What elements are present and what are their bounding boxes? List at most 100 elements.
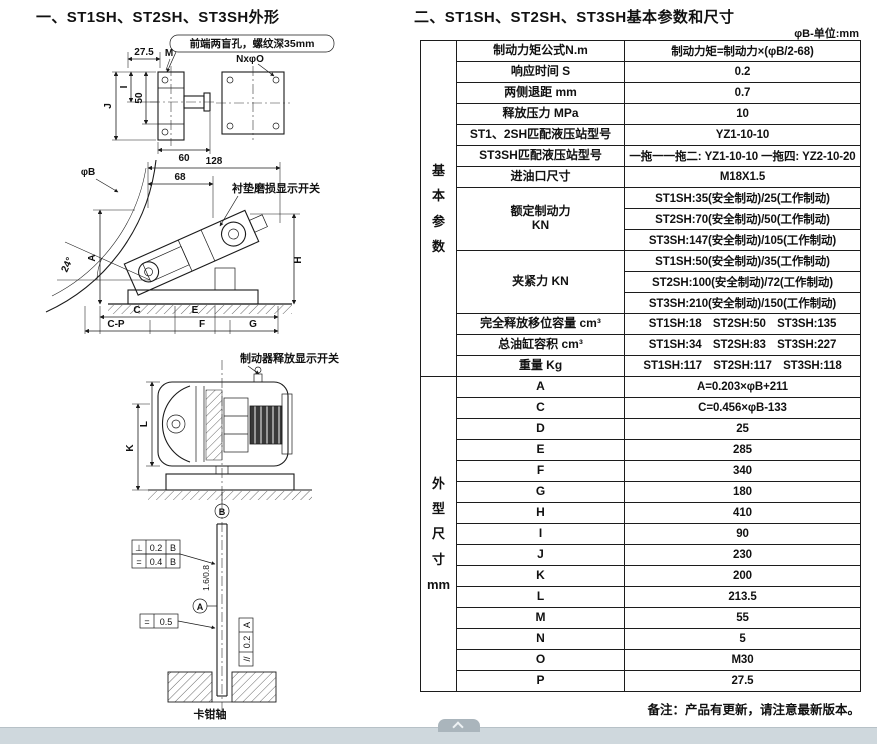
param-name: O [456, 649, 625, 671]
outline-view: 前端两盲孔，螺纹深35mm 27.5 M [103, 34, 335, 164]
section-label-0: 基本参数 [420, 40, 457, 377]
tolerance-frame-perpendicularity: ⊥ 0.2 B [131, 539, 181, 555]
spring-stack [249, 405, 283, 445]
datum-label-b: B [219, 507, 226, 517]
param-name: M [456, 607, 625, 629]
side-view-dims-top: 128 68 [147, 156, 281, 223]
tolerance-symbol: = [136, 557, 141, 567]
technical-drawing: 前端两盲孔，螺纹深35mm 27.5 M [45, 34, 339, 721]
dim-J: J [103, 71, 156, 141]
callout-box [169, 34, 335, 53]
dim-label-k: K [125, 444, 136, 452]
param-value: C=0.456×φB-133 [624, 397, 861, 419]
dim-I: I [119, 71, 158, 103]
param-name: 夹紧力 KN [456, 250, 625, 314]
side-view-dims-bottom: C E C-P F G [84, 305, 279, 334]
dim-A: A [87, 209, 135, 305]
param-name: 两侧退距 mm [456, 82, 625, 104]
param-value: 27.5 [624, 670, 861, 692]
param-name: A [456, 376, 625, 398]
param-name: 重量 Kg [456, 355, 625, 377]
left-section-title: 一、ST1SH、ST2SH、ST3SH外形 [36, 9, 280, 26]
param-value: ST1SH:18 ST2SH:50 ST3SH:135 [624, 313, 861, 335]
caliper-geometry [123, 209, 268, 296]
param-value: ST3SH:147(安全制动)/105(工作制动) [624, 229, 861, 251]
param-value: 制动力矩=制动力×(φB/2-68) [624, 40, 861, 62]
disc-geometry [45, 159, 157, 313]
tolerance-datum: A [242, 622, 252, 628]
table-row: ST3SH:210(安全制动)/150(工作制动) [421, 292, 861, 314]
param-value: 180 [624, 481, 861, 503]
param-value: 0.2 [624, 61, 861, 83]
param-value: A=0.203×φB+211 [624, 376, 861, 398]
dim-L: L [139, 381, 160, 467]
param-name: J [456, 544, 625, 566]
dim-label-c: C [133, 305, 140, 316]
dim-label-f: F [199, 319, 205, 330]
param-name: E [456, 439, 625, 461]
chevron-up-icon [452, 721, 464, 733]
param-value: 一拖一一拖二: YZ1-10-10 一拖四: YZ2-10-20 [624, 145, 861, 167]
param-name: C [456, 397, 625, 419]
param-value: 0.7 [624, 82, 861, 104]
param-value: ST1SH:35(安全制动)/25(工作制动) [624, 187, 861, 209]
dim-label-27-5: 27.5 [134, 47, 154, 58]
dim-label-j: J [103, 103, 114, 109]
dim-label-g: G [249, 319, 257, 330]
param-name: N [456, 628, 625, 650]
datum-a: A [192, 598, 217, 614]
datum-label-a: A [197, 602, 204, 612]
param-value: ST1SH:50(安全制动)/35(工作制动) [624, 250, 861, 272]
param-value: ST2SH:70(安全制动)/50(工作制动) [624, 208, 861, 230]
table-row: ST3SH匹配液压站型号一拖一一拖二: YZ1-10-10 一拖四: YZ2-1… [421, 145, 861, 167]
release-switch-label: 制动器释放显示开关 [240, 351, 339, 365]
param-name: 响应时间 S [456, 61, 625, 83]
param-name: ST1、2SH匹配液压站型号 [456, 124, 625, 146]
front-view: 制动器释放显示开关 [125, 351, 339, 721]
outline-geometry [150, 66, 290, 146]
tolerance-value: 0.5 [160, 617, 173, 627]
param-value: 10 [624, 103, 861, 125]
param-value: 410 [624, 502, 861, 524]
dim-27-5: 27.5 [127, 47, 161, 68]
param-name: D [456, 418, 625, 440]
tolerance-datum: B [170, 557, 176, 567]
thread-label-m: M [165, 48, 173, 59]
param-value: 285 [624, 439, 861, 461]
tolerance-symbol: ⊥ [135, 543, 143, 553]
datum-b: B [214, 492, 230, 519]
scroll-peek-tab[interactable] [438, 719, 480, 733]
caliper-front-geometry [148, 360, 312, 712]
base-geometry [108, 267, 292, 314]
param-name: K [456, 565, 625, 587]
tolerance-frame-symmetry: = 0.4 B [131, 553, 181, 569]
dim-label-l: L [139, 421, 150, 427]
param-value: ST1SH:34 ST2SH:83 ST3SH:227 [624, 334, 861, 356]
param-name: G [456, 481, 625, 503]
param-value: 200 [624, 565, 861, 587]
param-name: 完全释放移位容量 cm³ [456, 313, 625, 335]
shaft-label: 卡钳轴 [194, 707, 227, 721]
